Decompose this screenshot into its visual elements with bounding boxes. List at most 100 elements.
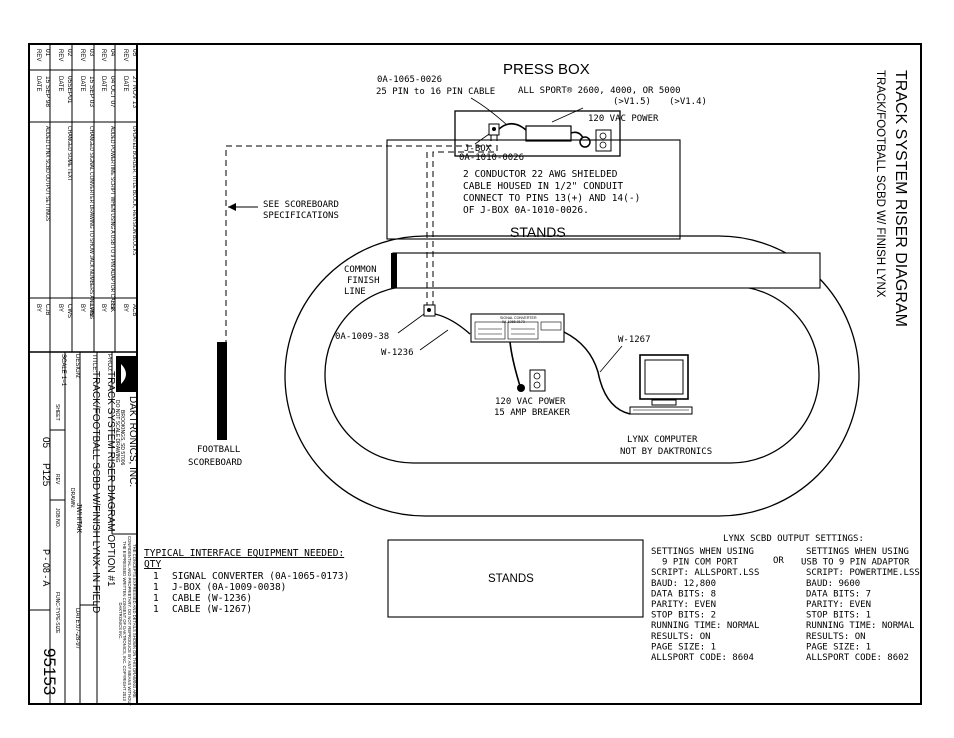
rev-description: ADDED POWERTIME SCRIPT WHEN USING A USB …: [109, 126, 115, 311]
right-line: SCRIPT: POWERTIME.LSS: [806, 568, 920, 578]
drawing-scale: 1=1: [60, 376, 66, 387]
shielded-note-1: 2 CONDUCTOR 22 AWG SHIELDED: [463, 169, 618, 180]
left-line: SCRIPT: ALLSPORT.LSS: [651, 568, 759, 578]
main-title: TRACK SYSTEM RISER DIAGRAM: [892, 70, 909, 327]
rev-header-date: DATE: [57, 76, 63, 92]
equipment-desc-2: J-BOX (0A-1009-0038): [172, 582, 286, 593]
press-box-power: 120 VAC POWER: [588, 114, 659, 124]
lynx-settings: LYNX SCBD OUTPUT SETTINGS: OR SETTINGS W…: [651, 534, 920, 663]
finish-line-label-1: COMMON: [344, 265, 377, 275]
shielded-note-4: OF J-BOX 0A-1010-0026.: [463, 205, 589, 216]
rev-header-date: DATE: [79, 76, 85, 92]
equipment-qty-3: 1: [153, 593, 159, 604]
rev-date: 15 SEP 98: [44, 76, 51, 107]
right-line: ALLSPORT CODE: 8602: [806, 653, 909, 663]
equipment-qty-2: 1: [153, 582, 159, 593]
shielded-note-2: CABLE HOUSED IN 1/2" CONDUIT: [463, 181, 623, 192]
rev-by: CJB: [44, 304, 50, 315]
rev-description: UPDATED BORDER, TITLE BLOCK, REVISION BL…: [131, 126, 137, 256]
sheet-number: 05: [40, 437, 51, 449]
drawn-label: DRAWN:: [69, 488, 75, 508]
right-line: PARITY: EVEN: [806, 600, 871, 610]
rev-date: 15 SEP 03: [88, 76, 95, 107]
field-breaker-label: 15 AMP BREAKER: [494, 408, 570, 418]
copyright-note: THE CONCEPTS EXPRESSED AND DETAILS SHOWN…: [117, 536, 136, 706]
signal-converter: [470, 313, 565, 343]
rev-number: 04: [109, 49, 116, 57]
rev-header-rev: REV: [100, 49, 106, 61]
daktronics-logo: [116, 356, 136, 392]
stands-bottom: [387, 539, 644, 618]
left-line: SETTINGS WHEN USING: [651, 547, 754, 557]
rev-header-by: BY: [122, 304, 128, 312]
j-box-label: J-BOX: [464, 144, 492, 154]
proj-label: PROJ:: [106, 354, 112, 372]
football-label-2: SCOREBOARD: [188, 458, 242, 468]
equipment-qty-4: 1: [153, 604, 159, 615]
rev-header-by: BY: [57, 304, 63, 312]
equipment-heading: TYPICAL INTERFACE EQUIPMENT NEEDED:: [144, 548, 344, 559]
football-scoreboard: [217, 342, 227, 440]
date-label: DATE:: [74, 608, 80, 626]
right-line: SETTINGS WHEN USING: [806, 547, 909, 557]
allsport-controller: [525, 125, 572, 142]
revision-code: P125: [40, 463, 51, 487]
stands-top: 2 CONDUCTOR 22 AWG SHIELDED CABLE HOUSED…: [386, 139, 681, 240]
left-line: PAGE SIZE: 1: [651, 642, 716, 652]
copyright-note-box: THE CONCEPTS EXPRESSED AND DETAILS SHOWN…: [117, 536, 136, 706]
equipment-qty-1: 1: [153, 571, 159, 582]
press-box-title: PRESS BOX: [503, 61, 590, 78]
func-type-size: P - 08 - A: [41, 549, 51, 586]
right-line: BAUD: 9600: [806, 579, 860, 589]
right-line: STOP BITS: 1: [806, 611, 871, 621]
left-line: 9 PIN COM PORT: [662, 558, 738, 568]
rev-by: LWS: [88, 304, 94, 317]
rev-header-by: BY: [100, 304, 106, 312]
left-line: ALLSPORT CODE: 8604: [651, 653, 754, 663]
rev-header-by: BY: [79, 304, 85, 312]
allsport-label: ALL SPORT® 2600, 4000, OR 5000: [518, 86, 681, 96]
lynx-computer: LYNX COMPUTER NOT BY DAKTRONICS: [620, 354, 712, 457]
sheet-border: [28, 43, 922, 705]
j-box-part: 0A-1010-0026: [459, 153, 524, 163]
design-label: DESIGN:: [74, 354, 80, 379]
conduit-lines: [225, 135, 498, 342]
left-line: DATA BITS: 8: [651, 589, 716, 599]
right-line: RUNNING TIME: NORMAL: [806, 621, 914, 631]
drawing-date: 07-28-97: [74, 625, 80, 650]
rev-header-rev: REV: [79, 49, 85, 61]
rev-number: 03: [88, 49, 95, 57]
left-line: STOP BITS: 2: [651, 611, 716, 621]
finish-line-label-2: FINISH: [347, 276, 380, 286]
rev-header-date: DATE: [100, 76, 106, 92]
rev-date: 05SEP01: [66, 76, 73, 104]
left-line: RUNNING TIME: NORMAL: [651, 621, 759, 631]
dont-scale-note: DO NOT SCALE DRAWING: [114, 400, 120, 463]
finish-line: COMMON FINISH LINE: [344, 252, 821, 297]
cable-w1267-label: W-1267: [618, 335, 651, 345]
settings-heading: LYNX SCBD OUTPUT SETTINGS:: [723, 534, 864, 544]
see-scoreboard-1: SEE SCOREBOARD: [263, 200, 339, 210]
converter-title: SIGNAL CONVERTER: [500, 316, 537, 320]
cable-w1236-label: W-1236: [381, 348, 414, 358]
left-line: PARITY: EVEN: [651, 600, 716, 610]
company-city: BROOKINGS, SD 57006: [119, 410, 125, 466]
version-b: (>V1.4): [669, 97, 707, 107]
equipment-desc-3: CABLE (W-1236): [172, 593, 252, 604]
rev-header-by: BY: [35, 304, 41, 312]
rev-description: ADDED LYNX SCBD OUTPUT SETTINGS: [44, 126, 50, 222]
infield-equipment: 0A-1009-38 W-1236 SIGNAL CONVERTER 0A-10…: [335, 304, 651, 418]
rev-header-rev: REV: [122, 49, 128, 61]
rev-header-date: DATE: [122, 76, 128, 92]
stands-bottom-label: STANDS: [488, 573, 534, 585]
rev-description: CHANGED SOME TEXT: [66, 126, 72, 181]
equipment-list: TYPICAL INTERFACE EQUIPMENT NEEDED: QTY …: [144, 548, 349, 615]
sheet-label: SHEET: [54, 404, 60, 421]
stands-top-label: STANDS: [510, 224, 566, 240]
finish-line-label-3: LINE: [344, 287, 366, 297]
rev-by: SK: [109, 304, 115, 312]
drawn-by: JWHITAK: [75, 503, 82, 534]
version-a: (>V1.5): [613, 97, 651, 107]
